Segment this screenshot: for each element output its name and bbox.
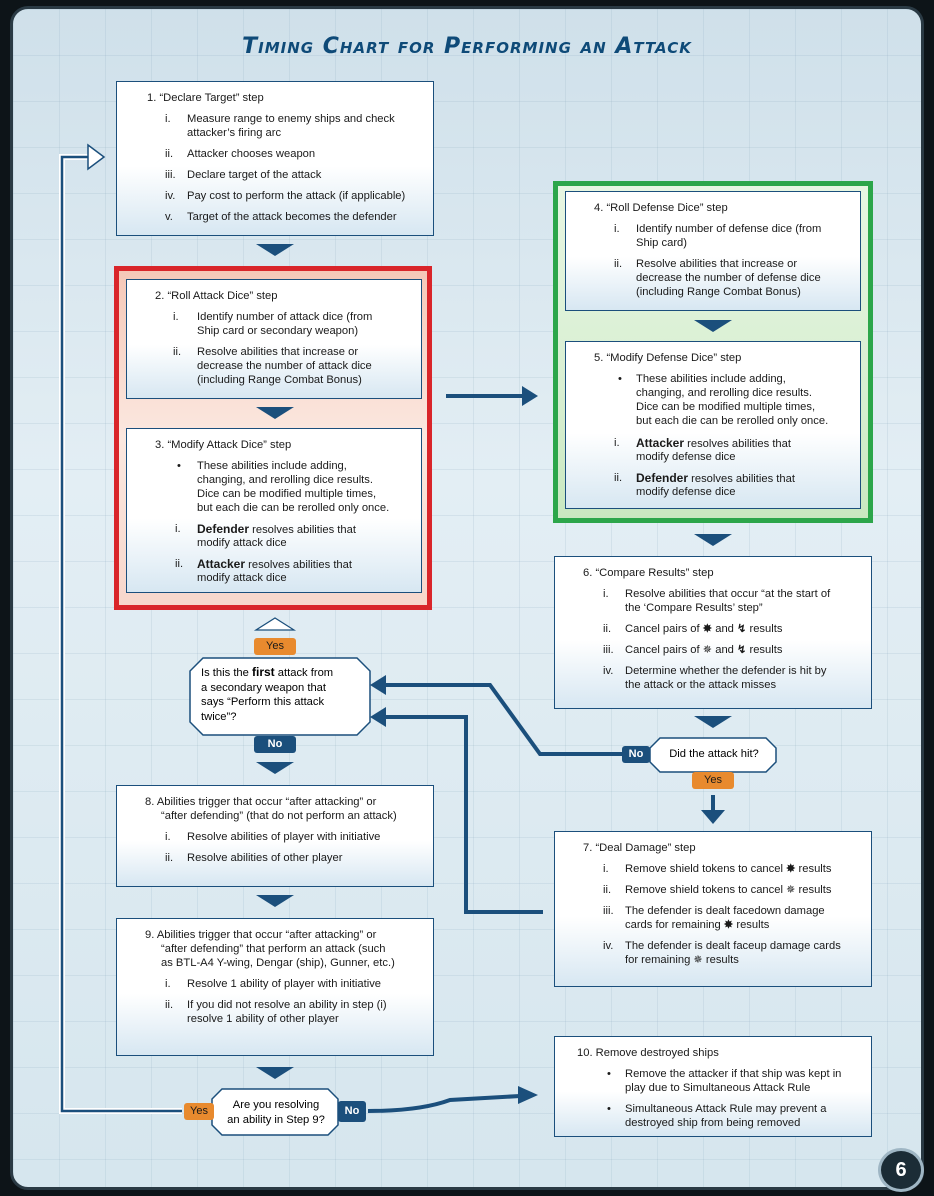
step-4-title: 4. “Roll Defense Dice” step (594, 202, 728, 214)
down-arrow (694, 320, 732, 332)
first-attack-yes-label: Yes (254, 638, 296, 655)
down-arrow (256, 407, 294, 419)
hit-yes-label: Yes (692, 772, 734, 789)
page-title: Timing Chart for Performing an Attack (242, 34, 692, 59)
step-3-box: 3. “Modify Attack Dice” step • These abi… (126, 428, 422, 593)
step-5-title: 5. “Modify Defense Dice” step (594, 352, 742, 364)
step-5-box: 5. “Modify Defense Dice” step • These ab… (565, 341, 861, 509)
step-8-title: 8. Abilities trigger that occur “after a… (145, 796, 377, 808)
step-6-title: 6. “Compare Results” step (583, 567, 714, 579)
hit-decision-shape (649, 737, 777, 773)
step-4-box: 4. “Roll Defense Dice” step i. Identify … (565, 191, 861, 311)
step-2-title: 2. “Roll Attack Dice” step (155, 290, 278, 302)
down-arrow (256, 244, 294, 256)
hit-icon: ✸ (702, 623, 713, 635)
page-number: 6 (878, 1148, 924, 1192)
evade-icon: ↯ (737, 644, 747, 656)
crit-icon: ✵ (693, 954, 703, 966)
step-10-title: 10. Remove destroyed ships (577, 1047, 719, 1059)
first-attack-question: Is this the first attack from a secondar… (201, 665, 334, 723)
step-1-title: 1. “Declare Target” step (147, 92, 264, 104)
miss-arrow (382, 683, 622, 756)
step-3-title: 3. “Modify Attack Dice” step (155, 439, 292, 451)
down-arrow (256, 1067, 294, 1079)
step9-no-label: No (338, 1101, 366, 1122)
hit-icon: ✸ (786, 863, 796, 875)
crit-icon: ✵ (702, 644, 713, 656)
crit-icon: ✵ (786, 884, 796, 896)
step-7-box: 7. “Deal Damage” step i. Remove shield t… (554, 831, 872, 987)
step-1-box: 1. “Declare Target” step i. Measure rang… (116, 81, 434, 236)
step9-no-arrow (367, 1094, 521, 1113)
step-9-title: 9. Abilities trigger that occur “after a… (145, 929, 377, 941)
first-attack-decision-shape (189, 657, 371, 736)
step-8-box: 8. Abilities trigger that occur “after a… (116, 785, 434, 887)
step9-question: Are you resolving an ability in Step 9? (227, 1099, 325, 1126)
down-arrow (694, 534, 732, 546)
first-attack-no-label: No (254, 736, 296, 753)
hit-question: Did the attack hit? (669, 748, 759, 760)
hit-icon: ✸ (723, 919, 734, 931)
down-arrow (256, 895, 294, 907)
up-arrow (253, 617, 297, 631)
step-9-box: 9. Abilities trigger that occur “after a… (116, 918, 434, 1056)
step-7-title: 7. “Deal Damage” step (583, 842, 696, 854)
hit-no-label: No (622, 746, 650, 763)
step-10-box: 10. Remove destroyed ships • Remove the … (554, 1036, 872, 1137)
step-6-box: 6. “Compare Results” step i. Resolve abi… (554, 556, 872, 709)
down-arrow (256, 762, 294, 774)
step9-yes-label: Yes (184, 1103, 214, 1120)
down-arrow (694, 716, 732, 728)
evade-icon: ↯ (737, 623, 747, 635)
damage-to-check-arrow (382, 715, 543, 914)
step-2-box: 2. “Roll Attack Dice” step i. Identify n… (126, 279, 422, 399)
